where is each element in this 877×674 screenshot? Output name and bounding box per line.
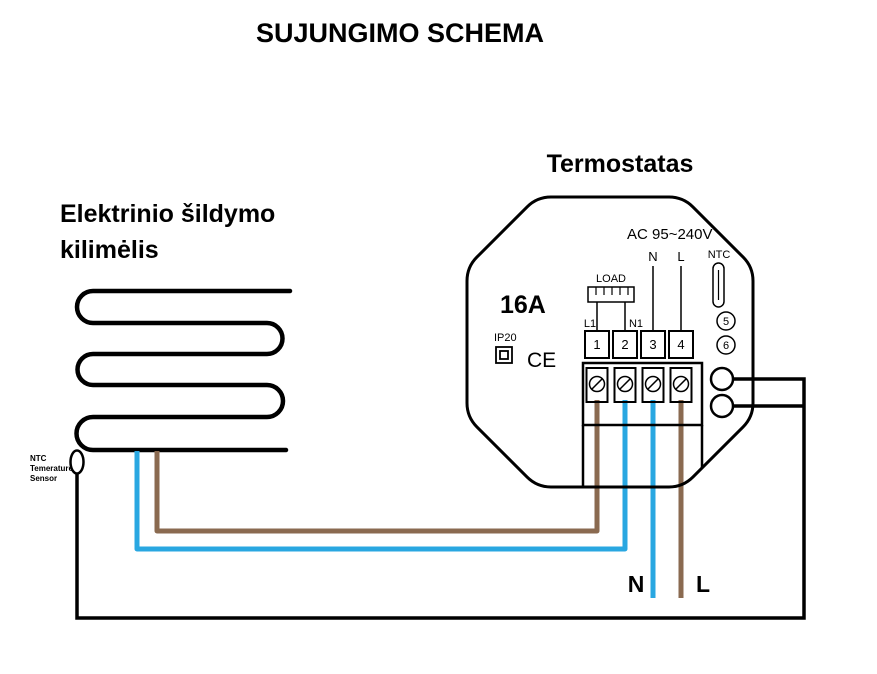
mat-label-line1: Elektrinio šildymo [60,200,275,228]
sensor-wire-terminal-bottom [709,393,735,419]
ntc-sensor-label-line3: Sensor [30,474,57,483]
voltage-rating: AC 95~240V [627,226,712,243]
terminal-box-1 [584,330,610,359]
thermostat-body [465,195,755,489]
ip-rating: IP20 [494,332,517,344]
terminal-block [581,361,704,487]
diagram-title: SUJUNGIMO SCHEMA [256,18,544,48]
ntc-label: NTC [708,249,731,261]
current-rating: 16A [500,291,546,319]
terminal-number-2: 2 [621,337,628,352]
terminal-number-4: 4 [677,337,684,352]
terminal-number-row: 1 2 3 4 [584,330,694,359]
ntc-sensor-label: NTC Temerature Sensor [30,454,74,483]
sensor-terminal-5-circle [716,311,736,331]
thermostat-title: Termostatas [547,150,694,178]
supply-live-label: L [696,571,710,597]
terminal-box-3 [640,330,666,359]
ce-mark: CE [527,349,556,372]
terminal-screw-1 [585,367,609,403]
load-label: LOAD [596,273,626,285]
sensor-terminal-6-circle [716,335,736,355]
load-connector-icon [587,286,635,331]
supply-neutral-label: N [628,571,645,597]
terminal-screws [585,367,693,403]
ntc-probe-icon [712,262,725,308]
terminal-screw-4 [669,367,693,403]
terminal-label-l: L [677,249,684,264]
terminal-label-n1: N1 [629,318,643,330]
terminal-screw-2 [613,367,637,403]
terminal-box-2 [612,330,638,359]
mat-label-line2: kilimėlis [60,236,159,264]
neutral-wire-mat [134,400,628,552]
ntc-sensor-bulb [69,449,85,475]
sensor-wire-terminal-top [709,366,735,392]
ntc-sensor-label-line2: Temerature [30,464,74,473]
terminal-box-4 [668,330,694,359]
terminal-number-3: 3 [649,337,656,352]
ntc-sensor-label-line1: NTC [30,454,47,463]
ip20-icon [495,346,513,364]
sensor-terminal-5-number: 5 [723,316,729,328]
live-wire-mat [154,400,600,534]
terminal-number-1: 1 [593,337,600,352]
terminal-label-n: N [648,249,657,264]
sensor-terminal-6-number: 6 [723,340,729,352]
sensor-cable [75,377,806,620]
terminal-screw-3 [641,367,665,403]
heating-mat-coil [74,288,293,453]
terminal-label-l1: L1 [584,318,596,330]
